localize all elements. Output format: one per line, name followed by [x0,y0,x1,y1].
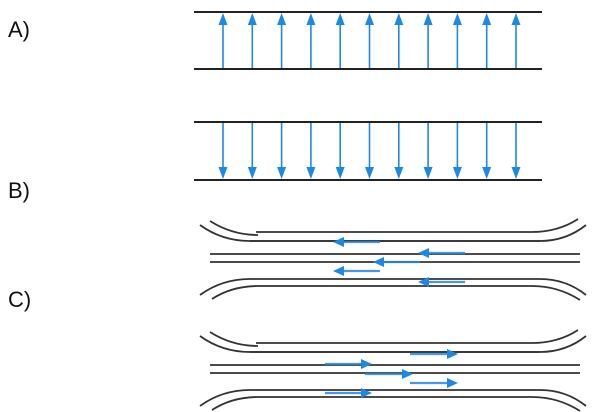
panel-c-left-flow [199,218,587,301]
panel-b-arrow-head [423,167,433,179]
panel-c-right-flow [199,329,587,412]
panel-c1-flow-arrow-head [333,237,344,247]
panel-c1-flow-arrow-head [418,277,429,287]
panel-c1-channel-line [539,278,587,296]
panel-c1-channel-line [209,220,259,236]
panel-c2-channel-line [211,396,532,411]
panel-c1-channel-line [531,285,581,301]
panel-b-arrow-head [277,167,287,179]
panel-b-plates [194,121,542,181]
panel-b-arrow-head [218,167,228,179]
panel-a-arrow-head [306,13,316,25]
panel-c2-flow-arrow-head [447,349,458,359]
panel-a-arrow-head [511,13,521,25]
panel-c2-flow-arrow-head [402,369,413,379]
panel-c2-flow-arrow-head [447,378,458,388]
panel-a-plates [194,11,542,70]
panel-c1-flow-arrow-head [373,257,384,267]
panel-c1-channel-line [256,218,579,233]
panel-a-arrow-head [452,13,462,25]
panel-label-c: C) [8,287,32,312]
panel-c2-channel-line [539,389,587,407]
panel-a-arrow-head [423,13,433,25]
panel-b-arrow-head [394,167,404,179]
panel-c1-channel-line [199,224,540,242]
panel-b-arrow-head [247,167,257,179]
panel-a-arrow-head [394,13,404,25]
panel-b-arrow-head [365,167,374,179]
panel-c2-channel-line [256,329,579,344]
panel-b-arrow-head [306,167,316,179]
panel-label-a: A) [8,17,30,42]
panel-b-arrow-head [511,167,521,179]
panel-a-arrow-head [482,13,492,25]
panel-a-arrow-head [218,13,228,25]
panel-c1-channel-line [250,224,587,242]
panel-c2-flow-arrow-head [361,359,372,369]
panel-c1-flow-arrow-head [418,248,429,258]
panel-c1-channel-line [199,278,540,296]
panel-a-arrow-head [247,13,257,25]
panel-c2-flow-arrow-head [361,388,372,398]
panel-b-arrow-head [482,167,492,179]
panel-c2-channel-line [199,335,540,353]
panel-c2-channel-line [531,396,581,412]
panel-c1-flow-arrow-head [333,266,344,276]
panel-label-b: B) [8,178,30,203]
panel-c2-channel-line [199,389,540,407]
panel-c2-channel-line [209,331,259,347]
panel-c1-channel-line [211,285,532,300]
panel-b-arrow-head [452,167,462,179]
panel-c2-channel-line [250,335,587,353]
panel-b-arrow-head [335,167,345,179]
panel-a-arrow-head [277,13,287,25]
panel-a-arrow-head [335,13,345,25]
panel-a-arrow-head [365,13,374,25]
